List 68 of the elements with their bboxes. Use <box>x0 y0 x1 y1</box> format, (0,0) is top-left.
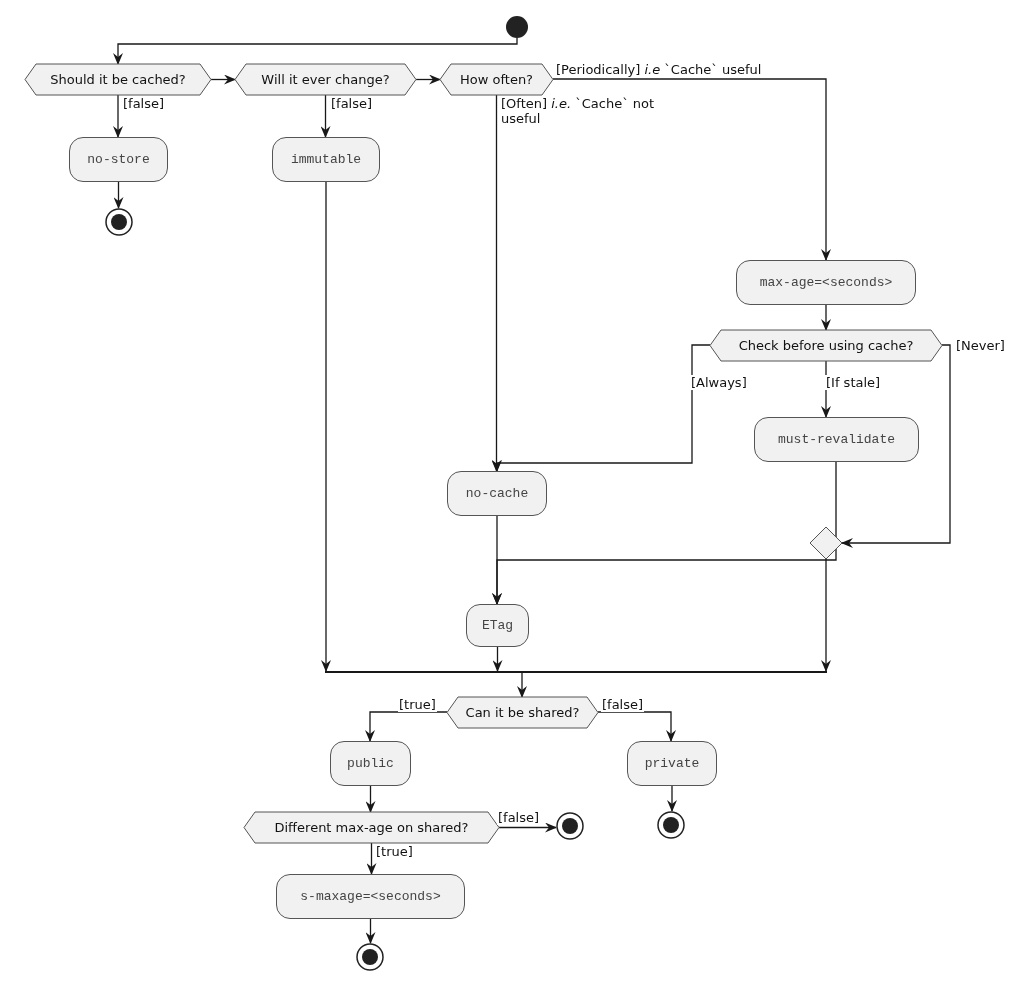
edge-label: [false] <box>497 810 541 825</box>
action-box <box>69 137 168 182</box>
arrow <box>113 181 124 209</box>
edge-label: [false] <box>122 96 166 111</box>
arrow <box>517 672 527 698</box>
arrow <box>821 558 831 672</box>
action-label: public <box>347 756 394 771</box>
action-label: ETag <box>481 618 514 633</box>
decision-hexagon <box>440 64 553 95</box>
arrow <box>113 37 518 65</box>
arrow <box>492 515 502 605</box>
action-box <box>447 471 547 516</box>
action-box <box>627 741 717 786</box>
arrow <box>366 842 377 875</box>
arrow <box>365 918 376 944</box>
edge-label: [Always] <box>690 375 748 390</box>
action-box <box>272 137 380 182</box>
action-box <box>754 417 919 462</box>
merge-diamond <box>810 527 842 559</box>
edge-label: [Periodically] i.e `Cache` useful <box>555 62 763 77</box>
action-box <box>736 260 916 305</box>
start-node <box>506 16 528 38</box>
arrow <box>841 344 951 548</box>
arrow <box>667 785 677 812</box>
decision-hexagon <box>244 812 499 843</box>
edge-label: [Never] <box>955 338 1006 353</box>
action-label: max-age=<seconds> <box>759 275 893 290</box>
arrow <box>597 711 676 742</box>
action-label: no-cache <box>465 486 529 501</box>
action-box <box>276 874 465 919</box>
arrow <box>492 344 711 472</box>
action-label: must-revalidate <box>778 432 895 447</box>
arrow <box>113 94 123 138</box>
decision-label: Will it ever change? <box>261 72 390 87</box>
decision-hexagon <box>235 64 416 95</box>
edge-label: [false] <box>601 697 645 712</box>
decision-label: Should it be cached? <box>50 72 186 87</box>
decision-label: Check before using cache? <box>738 338 914 353</box>
decision-label: Different max-age on shared? <box>274 820 469 835</box>
arrow <box>492 646 503 672</box>
action-box <box>466 604 529 647</box>
edge-label: [true] <box>375 844 414 859</box>
decision-hexagon <box>447 697 598 728</box>
edge-label: [If stale] <box>825 375 882 390</box>
edge-label: [true] <box>398 697 437 712</box>
end-node <box>556 812 584 840</box>
arrow <box>552 78 831 261</box>
end-node <box>105 208 133 236</box>
arrow <box>320 94 331 138</box>
arrow <box>415 74 441 85</box>
arrow <box>365 785 376 813</box>
arrow <box>365 711 448 742</box>
action-label: immutable <box>290 152 362 167</box>
action-box <box>330 741 411 786</box>
arrow <box>821 304 831 331</box>
decision-label: Can it be shared? <box>465 705 580 720</box>
action-label: no-store <box>87 152 150 167</box>
decision-hexagon <box>710 330 942 361</box>
end-node <box>356 943 384 971</box>
arrow <box>210 74 236 85</box>
arrow <box>321 181 331 672</box>
action-label: s-maxage=<seconds> <box>300 889 441 904</box>
decision-hexagon <box>25 64 211 95</box>
end-node <box>657 811 685 839</box>
decision-label: How often? <box>460 72 533 87</box>
arrow <box>498 822 557 833</box>
action-label: private <box>644 756 700 771</box>
edge-label: [false] <box>330 96 374 111</box>
